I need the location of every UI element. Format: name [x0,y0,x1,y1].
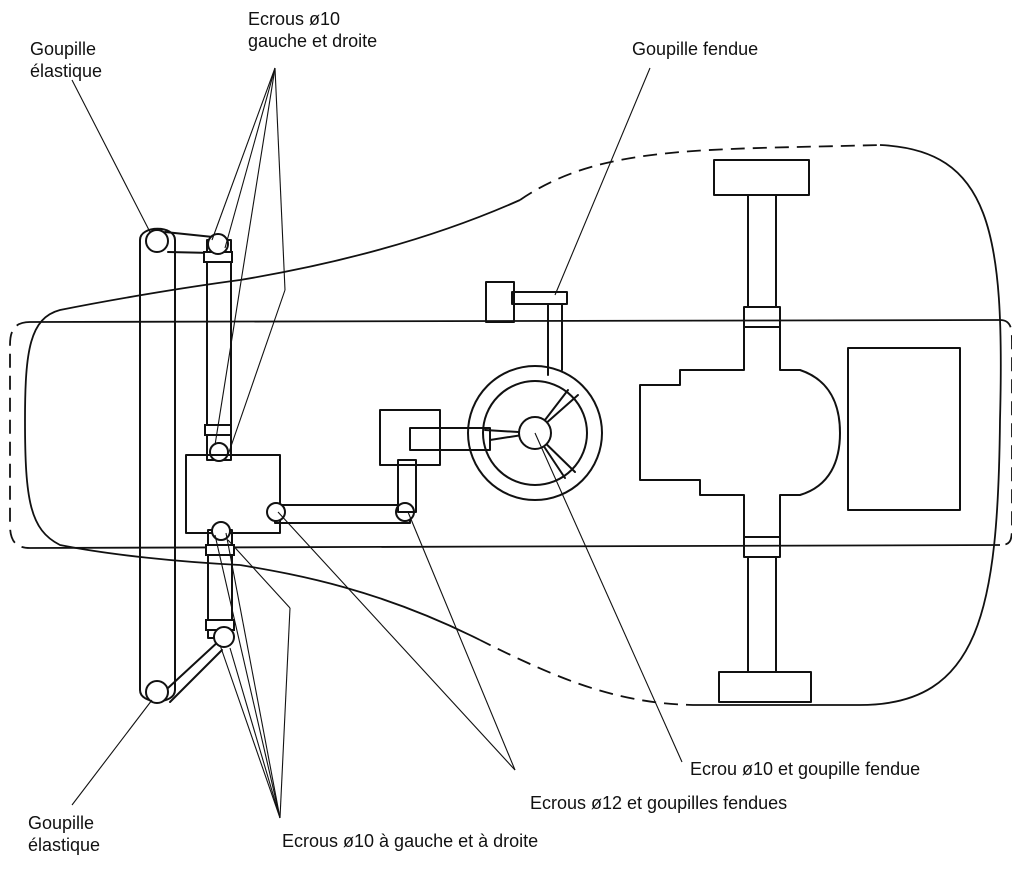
upper-nut-bottom [209,442,229,462]
drag-link-nut-left [266,502,286,522]
leader-lines [71,67,683,819]
label-split-pin: Goupille fendue [632,39,759,59]
lower-nut-bottom [213,626,235,648]
rear-box [847,347,961,511]
label-elastic-pin-top: Goupille élastique [30,39,103,81]
front-bar [139,227,176,704]
label-nut-10-split-pin: Ecrou ø10 et goupille fendue [690,759,921,779]
label-nuts-10-left-right: Ecrous ø10 gauche et droite [248,9,378,51]
upper-tie-rod [164,231,233,462]
elastic-pin-top [145,229,169,253]
drag-link [266,409,441,524]
column-link [485,281,568,376]
steering-wheel [467,365,603,501]
steering-gear-box [185,454,281,534]
vehicle-body-outline [24,144,1002,706]
lower-tie-rod [167,521,235,703]
upper-nut-top [207,233,229,255]
frame-outline [9,319,1012,549]
rear-axle-assembly [639,159,841,703]
steering-shaft [409,427,491,451]
lower-nut-top [211,521,231,541]
label-elastic-pin-bottom: Goupille élastique [28,813,101,855]
label-nuts-12-split-pins: Ecrous ø12 et goupilles fendues [530,793,788,813]
elastic-pin-bottom [145,680,169,704]
label-nuts-10-a-left-a-right: Ecrous ø10 à gauche et à droite [282,831,539,851]
